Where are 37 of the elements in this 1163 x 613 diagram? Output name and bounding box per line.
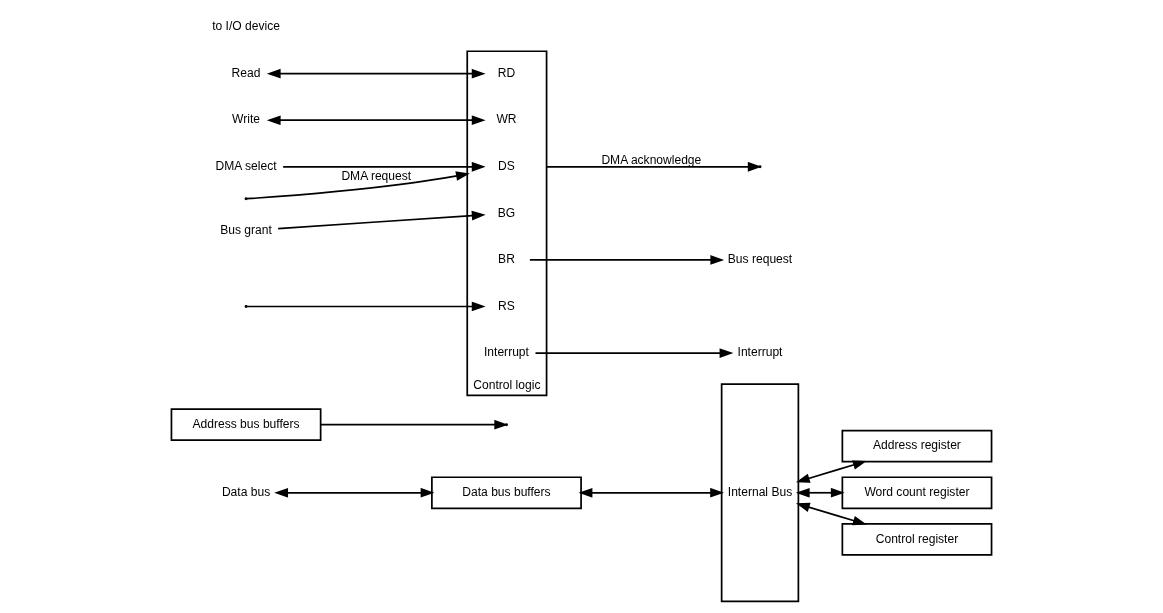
node-text: DS: [498, 158, 515, 173]
label: to I/O device: [212, 19, 280, 34]
node-text: RS: [498, 298, 515, 313]
node-box: Address register: [841, 429, 993, 463]
node-text: Bus grant: [220, 222, 272, 237]
arrow: [266, 115, 486, 126]
arrow: [246, 301, 486, 312]
node-text: DMA select: [215, 158, 277, 173]
arrow: [266, 68, 486, 79]
node-text: RD: [497, 65, 516, 80]
edge-label: DMA acknowledge: [601, 152, 702, 167]
arrow: [534, 348, 734, 358]
node-text: WR: [496, 112, 517, 127]
arrow: [246, 171, 470, 200]
arrow: [282, 161, 486, 172]
arrow: [529, 255, 725, 265]
node-text: BG: [497, 205, 516, 220]
arrow: [274, 487, 435, 498]
arrow: [795, 502, 867, 526]
node-box: Internal Bus: [720, 383, 800, 603]
node-box: Control register: [841, 522, 993, 556]
node-text: BR: [498, 252, 515, 267]
arrow: [578, 487, 724, 498]
arrow: [319, 419, 509, 430]
arrow: [277, 210, 486, 230]
node-box: Address bus buffers: [170, 408, 322, 442]
arrow: [795, 460, 867, 483]
node-text: Interrupt: [737, 345, 783, 360]
arrow: [795, 487, 845, 498]
node-box: Word count register: [841, 476, 993, 510]
node-box: Data bus buffers: [431, 476, 582, 510]
edge-label: DMA request: [341, 168, 412, 183]
node-text: Read: [231, 65, 261, 80]
node-text: Bus request: [727, 252, 793, 267]
node-text: Write: [232, 112, 261, 127]
node-text: Data bus: [221, 484, 271, 499]
node-text: Interrupt: [484, 345, 529, 360]
